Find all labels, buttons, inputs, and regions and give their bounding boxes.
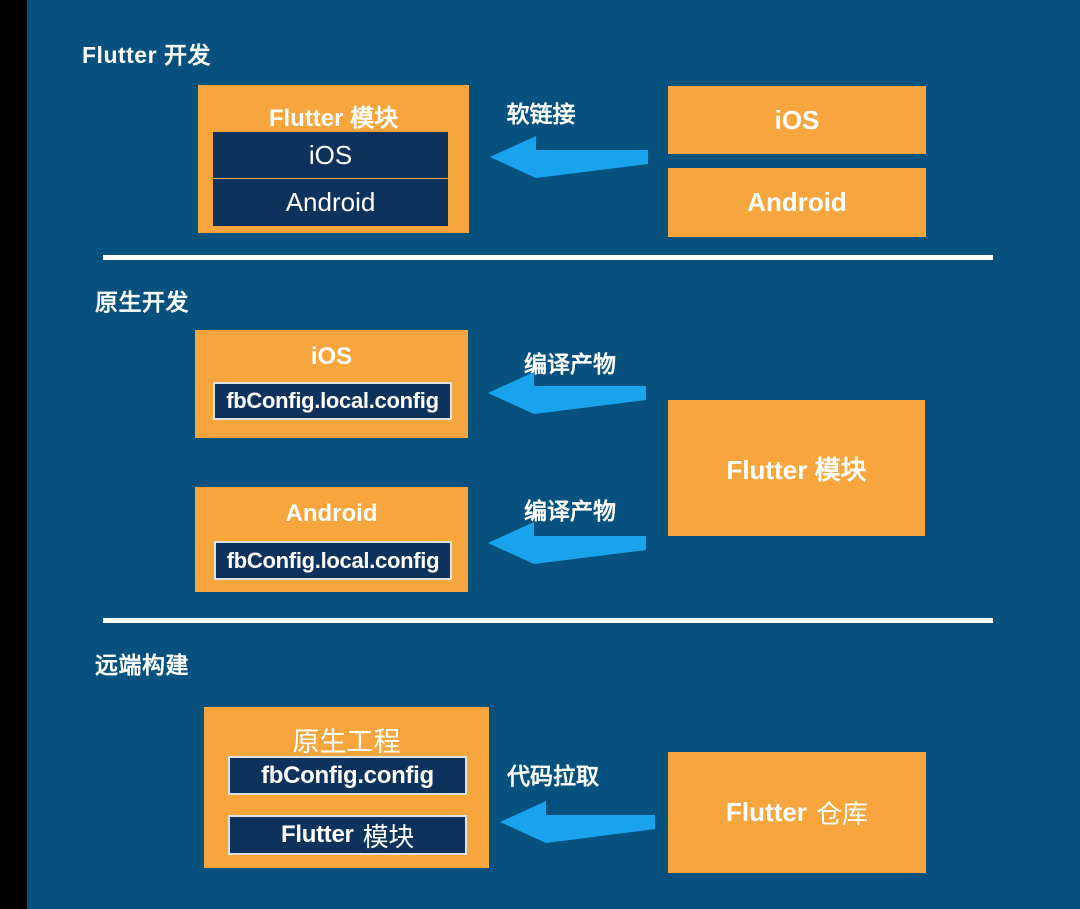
section-divider-1 [103, 255, 993, 260]
arrow-left-icon [500, 801, 655, 843]
left-edge-strip [0, 0, 27, 909]
source-android-box: Android [668, 168, 926, 237]
flutter-module-box: Flutter 模块 iOS Android [198, 85, 469, 233]
project-flutter-module-label-zh: 模块 [362, 822, 415, 852]
flutter-repo-box: Flutter 仓库 [668, 752, 926, 873]
native-project-box: 原生工程 fbConfig.config Flutter 模块 [204, 707, 489, 868]
build-artifact-arrow-label-ios: 编译产物 [524, 351, 616, 377]
module-item-ios: iOS [213, 132, 448, 178]
native-ios-box: iOS fbConfig.local.config [195, 330, 468, 438]
source-ios-box: iOS [668, 86, 926, 154]
build-artifact-arrow-label-android: 编译产物 [524, 498, 616, 524]
arrow-left-icon [488, 522, 646, 564]
source-ios-label: iOS [774, 104, 820, 135]
source-android-label: Android [747, 187, 847, 217]
project-config-box: fbConfig.config [228, 756, 467, 795]
native-project-box-title: 原生工程 [292, 727, 401, 757]
section-divider-2 [103, 618, 993, 623]
native-android-box-title: Android [285, 500, 378, 527]
module-item-android: Android [213, 179, 448, 226]
code-pull-arrow-label: 代码拉取 [507, 763, 599, 789]
project-flutter-module-label-en: Flutter [281, 821, 354, 848]
ios-config-box: fbConfig.local.config [213, 382, 452, 420]
android-config-box: fbConfig.local.config [214, 541, 452, 580]
section-title-flutter-dev: Flutter 开发 [82, 42, 211, 68]
flutter-module-source-box: Flutter 模块 [668, 400, 925, 536]
arrow-left-icon [490, 136, 648, 178]
soft-link-arrow-label: 软链接 [506, 101, 576, 127]
flutter-repo-label-en: Flutter [726, 797, 807, 827]
flutter-module-source-label: Flutter 模块 [726, 454, 867, 485]
section-title-remote-build: 远端构建 [95, 652, 189, 678]
arrow-left-icon [488, 372, 646, 414]
flutter-repo-label-zh: 仓库 [815, 800, 868, 829]
project-flutter-module-box: Flutter 模块 [228, 815, 467, 855]
native-android-box: Android fbConfig.local.config [195, 487, 468, 592]
native-ios-box-title: iOS [310, 343, 353, 370]
flutter-module-box-title: Flutter 模块 [268, 105, 399, 132]
section-title-native-dev: 原生开发 [95, 289, 189, 315]
